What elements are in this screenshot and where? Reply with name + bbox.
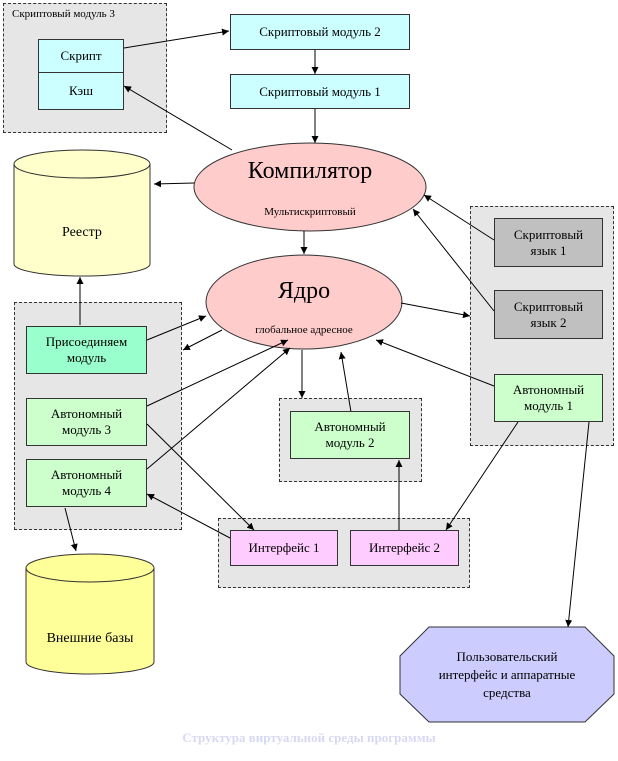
arrow-auto-2-to-kernel — [338, 351, 352, 413]
octagon-line-2: интерфейс и аппаратные — [439, 667, 576, 682]
arrow-kernel-to-left-group — [182, 329, 223, 351]
arrow-auto-4-to-external-db — [64, 507, 78, 552]
arrow-attach-to-kernel — [146, 315, 207, 341]
group-script-module-3-label: Скриптовый модуль 3 — [12, 8, 115, 20]
external-db-cylinder: Внешние базы — [25, 553, 155, 675]
script-lang-1-box: Скриптовый язык 1 — [494, 218, 603, 267]
interface-2-label: Интерфейс 2 — [369, 540, 440, 555]
arrow-auto-1-to-user-interface — [565, 421, 590, 628]
registry-label: Реестр — [62, 225, 102, 240]
auto-module-4-box: Автономный модуль 4 — [26, 459, 147, 507]
interface-1-label: Интерфейс 1 — [248, 540, 320, 555]
script-module-2-label: Скриптовый модуль 2 — [259, 24, 381, 39]
registry-cylinder: Реестр — [13, 149, 151, 277]
attach-module-label: Присоединяем модуль — [45, 334, 128, 365]
arrow-auto-3-to-interface-1 — [146, 423, 255, 531]
auto-module-3-box: Автономный модуль 3 — [26, 398, 147, 446]
arrow-auto-1-to-interface-2 — [445, 421, 519, 531]
kernel-ellipse: Ядро глобальное адресное — [205, 254, 403, 350]
interface-2-box: Интерфейс 2 — [350, 530, 459, 566]
octagon-line-3: средства — [483, 685, 531, 700]
compiler-subtitle: Мультискриптовый — [264, 206, 356, 218]
arrow-auto-1-to-kernel — [375, 339, 495, 387]
script-lang-2-box: Скриптовый язык 2 — [494, 290, 603, 339]
cache-box: Кэш — [38, 72, 124, 110]
script-module-1-label: Скриптовый модуль 1 — [259, 83, 381, 99]
arrow-auto-3-to-kernel — [146, 339, 289, 407]
cache-label: Кэш — [68, 83, 94, 98]
group-script-module-3: Скриптовый модуль 3 — [3, 3, 167, 133]
arrow-auto-4-to-kernel — [146, 347, 291, 470]
attach-module-box: Присоединяем модуль — [26, 326, 147, 374]
auto-module-1-label: Автономный модуль 1 — [512, 382, 585, 413]
arrow-interface-1-to-auto-4 — [146, 493, 231, 539]
auto-module-2-label: Автономный модуль 2 — [314, 419, 386, 450]
arrow-lang-2-to-compiler — [412, 208, 495, 312]
arrow-lang-1-to-compiler — [423, 194, 495, 241]
compiler-ellipse: Компилятор Мультискриптовый — [193, 142, 427, 232]
script-box: Скрипт — [38, 39, 124, 73]
arrow-kernel-to-right-group — [400, 302, 471, 319]
octagon-line-1: Пользовательский — [457, 649, 558, 664]
compiler-title: Компилятор — [248, 158, 372, 184]
script-module-1-box: Скриптовый модуль 1 — [230, 74, 410, 109]
auto-module-4-label: Автономный модуль 4 — [50, 467, 123, 498]
auto-module-3-label: Автономный модуль 3 — [50, 406, 123, 437]
arrow-compiler-to-cache — [123, 85, 233, 151]
kernel-subtitle: глобальное адресное — [255, 324, 353, 336]
script-lang-2-label: Скриптовый язык 2 — [513, 298, 584, 330]
arrow-compiler-to-registry — [153, 180, 195, 188]
script-label: Скрипт — [60, 48, 102, 63]
user-interface-octagon: Пользовательский интерфейс и аппаратные … — [399, 626, 615, 723]
auto-module-2-box: Автономный модуль 2 — [290, 411, 410, 459]
kernel-title: Ядро — [278, 278, 330, 304]
script-module-2-box: Скриптовый модуль 2 — [230, 14, 410, 50]
auto-module-1-box: Автономный модуль 1 — [494, 374, 603, 422]
arrow-script-to-script-module-2 — [123, 28, 230, 49]
diagram-caption: Структура виртуальной среды программы — [182, 730, 436, 745]
external-db-label: Внешние базы — [47, 631, 134, 646]
script-lang-1-label: Скриптовый язык 1 — [513, 226, 584, 258]
interface-1-box: Интерфейс 1 — [230, 530, 338, 566]
